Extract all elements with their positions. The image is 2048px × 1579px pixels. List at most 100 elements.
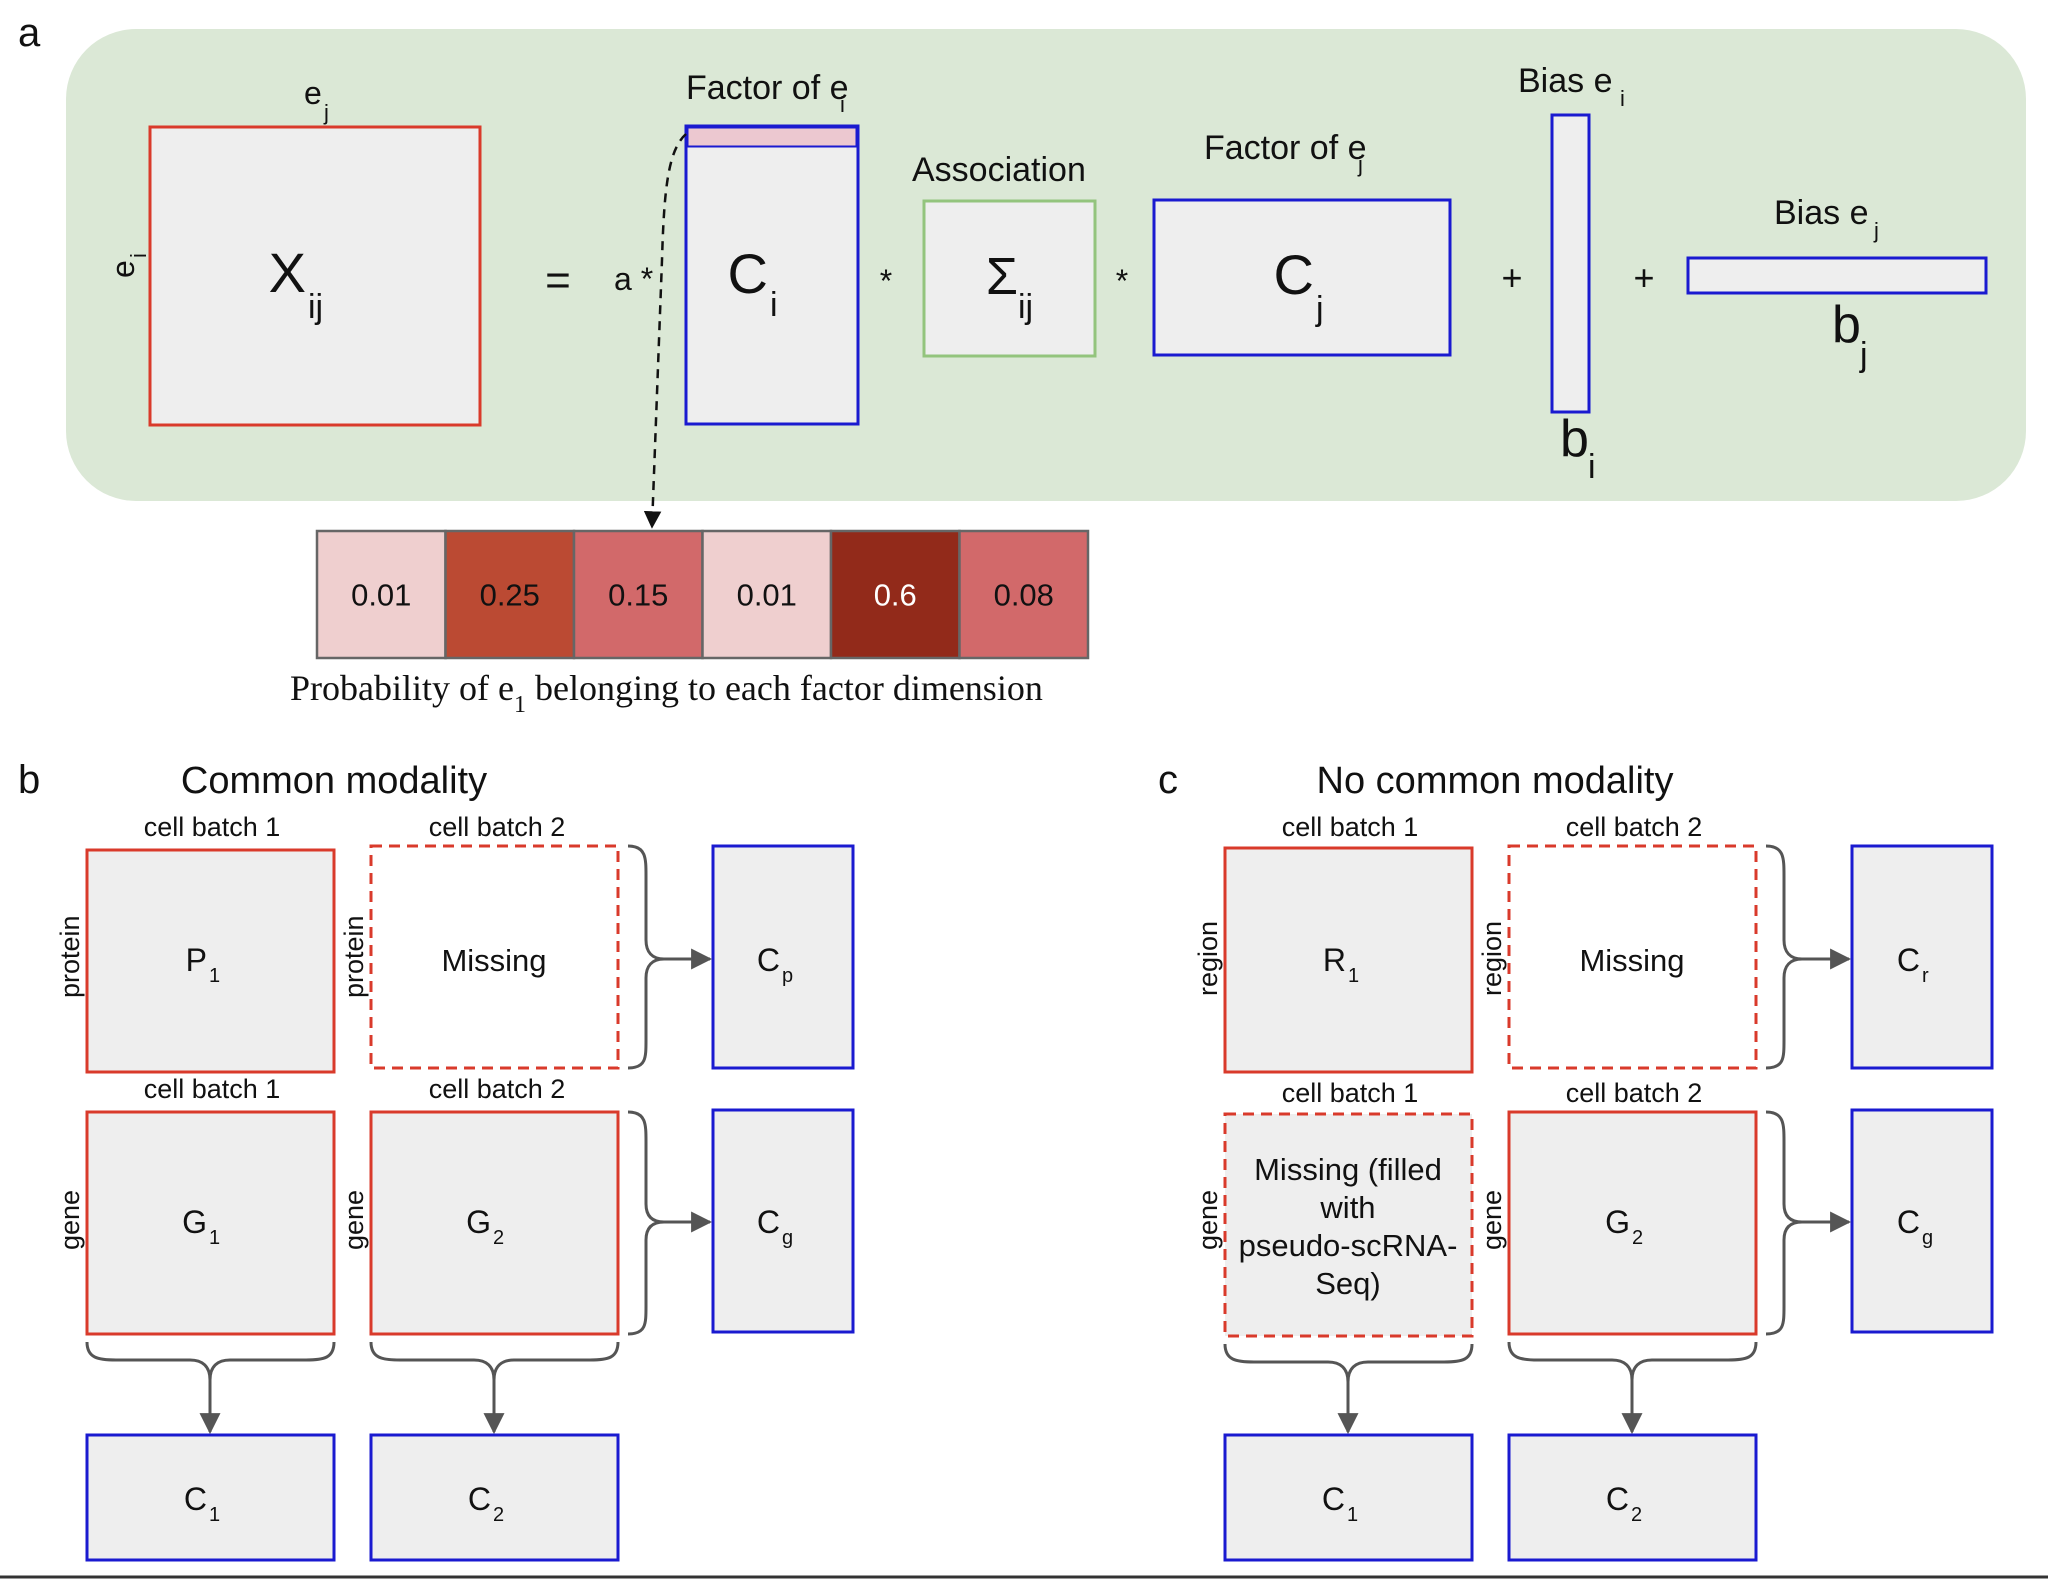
c-row2-brace — [1765, 1110, 1803, 1336]
g1-matrix-box — [85, 1110, 336, 1336]
c-missing-filled-line-3: pseudo-scRNA- — [1239, 1228, 1458, 1263]
panel-b-title: Common modality — [181, 760, 487, 802]
factor-ei-label: Factor of e — [686, 69, 849, 107]
c-row2-right-header: cell batch 2 — [1566, 1078, 1703, 1108]
c-missing-box — [1507, 844, 1758, 1070]
ci-label: C — [728, 242, 768, 305]
b-c2-label: C — [468, 1481, 491, 1517]
bi-label: b — [1560, 410, 1589, 468]
panel-c-letter: c — [1158, 758, 1178, 802]
bias-ej-subscript: j — [1873, 218, 1879, 243]
g1-label: G — [182, 1204, 207, 1240]
b-row2-side-left-text: gene — [55, 1190, 85, 1250]
ei-side-label: e — [105, 260, 141, 278]
association-label: Association — [912, 151, 1086, 189]
probability-cell — [444, 529, 576, 660]
b-g2-label: G — [466, 1204, 491, 1240]
equals-sign: = — [545, 256, 571, 305]
b-cg-matrix-box — [711, 1108, 855, 1334]
c-row2-side-right: gene — [1477, 1190, 1507, 1250]
c-g2-label: G — [1605, 1204, 1630, 1240]
c-missing-filled-box — [1223, 1112, 1474, 1338]
b-missing-box — [369, 844, 620, 1070]
c-missing-filled-line-1: Missing (filled — [1254, 1152, 1442, 1187]
b-row1-brace — [627, 844, 665, 1070]
panel-b: b Common modality cell batch 1 cell batc… — [18, 758, 855, 1562]
b-col2-brace — [369, 1341, 620, 1381]
p1-matrix-box — [85, 848, 336, 1074]
probability-value: 0.08 — [994, 578, 1054, 613]
cr-matrix-box — [1850, 844, 1994, 1070]
b-row2-left-header: cell batch 1 — [144, 1074, 281, 1104]
sigma-label: Σ — [986, 248, 1018, 306]
b-row1-side-left: protein — [55, 915, 85, 998]
c-cg-label: C — [1897, 1204, 1920, 1240]
r1-subscript: 1 — [1348, 965, 1359, 987]
cp-matrix-box — [711, 844, 855, 1070]
c-col2-brace — [1507, 1341, 1758, 1381]
x-matrix-box — [148, 125, 482, 427]
cp-label: C — [757, 942, 780, 978]
b-row1-side-right: protein — [339, 915, 369, 998]
probability-cell — [315, 529, 447, 660]
bias-ej-label: Bias e — [1774, 194, 1869, 232]
probability-caption-sub: 1 — [514, 692, 526, 718]
plus-sign-1: + — [1501, 257, 1522, 298]
b-row1-side-right-text: protein — [339, 915, 369, 998]
cr-label: C — [1897, 942, 1920, 978]
c-c2-subscript: 2 — [1631, 1504, 1642, 1526]
ej-top-subscript: j — [323, 100, 329, 125]
c-cg-subscript: g — [1922, 1227, 1933, 1249]
multiply-sign-1: * — [880, 263, 892, 299]
multiply-sign-2: * — [1116, 263, 1128, 299]
b-c2-subscript: 2 — [493, 1504, 504, 1526]
c-missing-filled-line-4: Seq) — [1315, 1266, 1380, 1301]
c-row1-side-left-text: region — [1193, 921, 1223, 996]
probability-value: 0.01 — [737, 578, 797, 613]
c-g2-subscript: 2 — [1632, 1227, 1643, 1249]
c-row2-side-right-text: gene — [1477, 1190, 1507, 1250]
c-row1-side-right-text: region — [1477, 921, 1507, 996]
c-cg-matrix-box — [1850, 1108, 1994, 1334]
probability-value: 0.25 — [480, 578, 540, 613]
r1-label: R — [1323, 942, 1346, 978]
b-c1-subscript: 1 — [209, 1504, 220, 1526]
r1-matrix-box — [1223, 846, 1474, 1074]
ei-side-label-group: e i — [105, 253, 151, 278]
b-cg-label: C — [757, 1204, 780, 1240]
probability-caption-post: belonging to each factor dimension — [526, 668, 1043, 708]
c-row1-brace — [1765, 844, 1803, 1070]
c-missing-label: Missing — [1579, 943, 1684, 978]
x-matrix-label: X — [269, 241, 306, 304]
c-g2-matrix-box — [1507, 1110, 1758, 1336]
ej-top-label: e — [304, 75, 322, 111]
b-cg-subscript: g — [782, 1227, 793, 1249]
cr-subscript: r — [1922, 965, 1929, 987]
g1-subscript: 1 — [209, 1227, 220, 1249]
b-c1-label: C — [184, 1481, 207, 1517]
b-row2-side-left: gene — [55, 1190, 85, 1250]
c-row2-left-header: cell batch 1 — [1282, 1078, 1419, 1108]
plus-sign-2: + — [1633, 257, 1654, 298]
bj-label: b — [1832, 296, 1861, 354]
c-c1-label: C — [1322, 1481, 1345, 1517]
ci-matrix-box — [684, 124, 860, 426]
probability-cell — [958, 529, 1090, 660]
bias-ei-label: Bias e — [1518, 62, 1613, 100]
b-row2-brace — [627, 1110, 665, 1336]
probability-value: 0.01 — [351, 578, 411, 613]
probability-caption: Probability of e1 belonging to each fact… — [290, 668, 1043, 718]
c-row1-side-left: region — [1193, 921, 1223, 996]
sigma-subscript: ij — [1018, 288, 1033, 326]
c-c2-label: C — [1606, 1481, 1629, 1517]
b-row2-right-header: cell batch 2 — [429, 1074, 566, 1104]
b-g2-subscript: 2 — [493, 1227, 504, 1249]
p1-label: P — [186, 942, 207, 978]
bi-vector-box — [1550, 113, 1591, 414]
b-row1-side-left-text: protein — [55, 915, 85, 998]
bj-vector-box — [1686, 256, 1988, 295]
c-row2-side-left-text: gene — [1193, 1190, 1223, 1250]
probability-cell — [701, 529, 833, 660]
panel-b-letter: b — [18, 758, 40, 802]
